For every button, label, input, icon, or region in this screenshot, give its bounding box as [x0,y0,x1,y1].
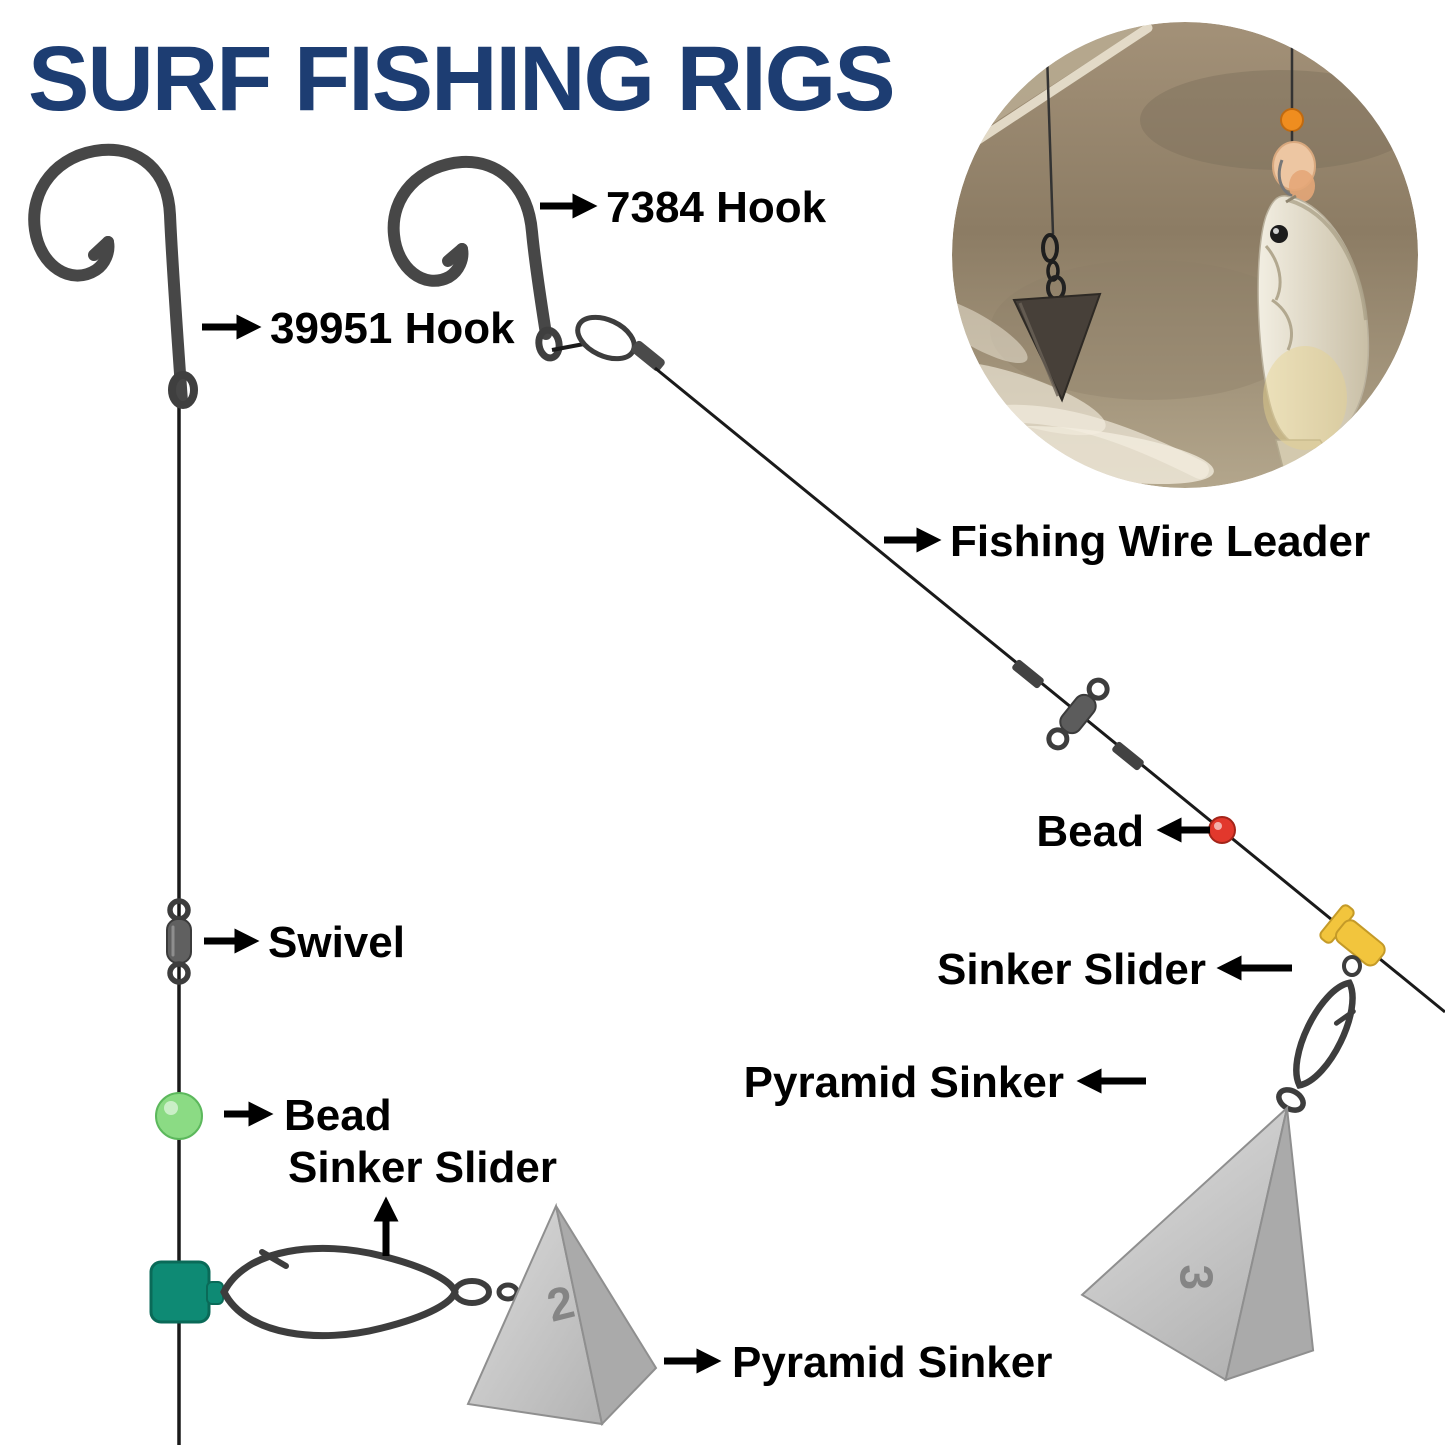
pyramid-sinker-3: 3 [1080,1105,1315,1382]
foam-patch-3 [952,296,1028,364]
fish-dorsal-edge [1287,198,1368,321]
right-rig: 3 [387,155,1445,1382]
hook-shape [387,155,552,340]
callouts: 39951 Hook 7384 Hook Fishing Wire Leader… [202,183,1370,1387]
bait-detail [1289,170,1315,202]
bead-red-highlight [1214,822,1222,830]
photo-inset [952,22,1418,488]
orange-bead [1280,108,1304,132]
crimp-after-swivel [1112,741,1144,771]
weight-number-right: 3 [1171,1265,1223,1291]
swivel-barrel [166,918,192,964]
bead-red-shape [1208,816,1236,844]
snap-clip-right [1293,979,1356,1089]
crimp-before-swivel [1012,659,1044,689]
fish-eye [1270,225,1288,243]
leader-crimp [631,340,665,372]
fish-belly-tint [1263,346,1347,450]
bead-green-shape [155,1092,203,1140]
snap-loop-left [452,1278,492,1306]
snap-clip-left [220,1244,459,1340]
hook-barb [88,236,114,261]
label-sinker-slider-left: Sinker Slider [288,1143,557,1192]
barrel-swivel-right [1046,677,1110,751]
sinker-slider-yellow [1276,904,1386,1113]
pyramid-face-side [555,1205,658,1427]
pyramid-sinker-2: 2 [466,1202,658,1427]
bead-red [1208,816,1236,844]
label-bead-left: Bead [284,1091,392,1140]
hook-39951 [28,143,198,409]
label-pyramid-right: Pyramid Sinker [744,1058,1064,1107]
swivel-ring-top [1086,677,1110,701]
fish-gill [1264,245,1282,301]
label-bead-right: Bead [1036,807,1144,856]
leader-link [551,342,585,352]
snap-clasp-right [1333,1008,1356,1026]
foam-line [955,23,1153,157]
snap-clasp-left [259,1249,289,1269]
snap-loop-right [1276,1087,1306,1113]
left-rig: 2 [28,143,658,1445]
hook-eye [535,326,563,362]
label-swivel: Swivel [268,918,405,967]
fish-fin [1271,298,1293,351]
fish [1257,194,1370,488]
hook-shape [28,143,188,408]
fish-eye-glint [1273,228,1279,234]
swivel-ring-bottom [167,961,191,985]
sinker-eyelet-left [496,1282,520,1302]
hook-barb [442,243,468,267]
barrel-swivel-left [166,898,192,985]
photo-hook [1277,159,1293,198]
slider-tube [1334,919,1386,967]
hook-7384 [387,155,563,362]
pyramid-photo-edge [1018,302,1060,397]
label-pyramid-left: Pyramid Sinker [732,1338,1052,1387]
slider-body [149,1260,211,1324]
hook-eye [168,371,198,409]
swivel-ring-bottom [1046,727,1070,751]
bead-green-highlight [164,1101,178,1115]
page-title: SURF FISHING RIGS [28,28,894,130]
label-sinker-slider-right: Sinker Slider [937,945,1206,994]
leader-loop [575,314,637,362]
fish-mouth [1285,194,1297,204]
pyramid-face-side [1224,1107,1315,1382]
label-7384-hook: 7384 Hook [606,183,827,232]
photo-snap-swivel [1041,233,1059,263]
bead-green [155,1092,203,1140]
slider-ring [1342,955,1362,977]
wire-leader-line [654,366,1445,1014]
label-wire-leader: Fishing Wire Leader [950,517,1370,566]
sinker-slider-green [149,1244,520,1340]
label-39951-hook: 39951 Hook [270,304,515,353]
